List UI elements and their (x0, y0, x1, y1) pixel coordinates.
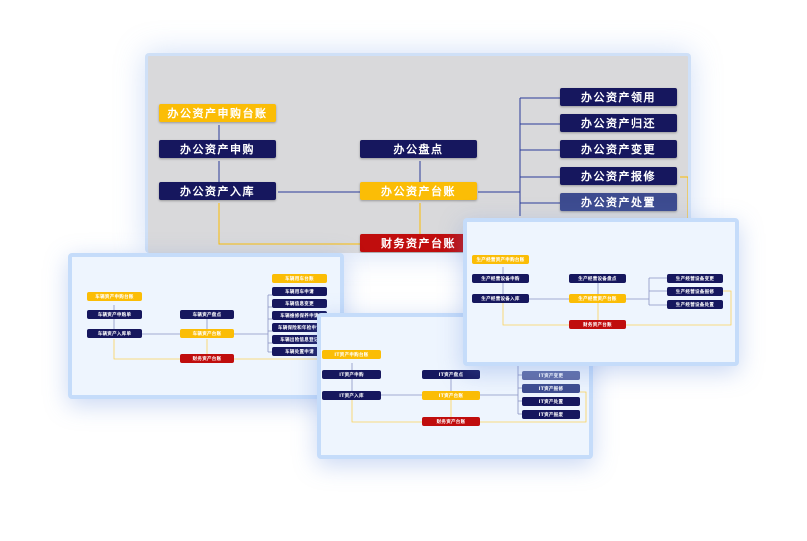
office-right-node: 办公资产处置 (560, 193, 677, 211)
office-storage-node: 办公资产入库 (159, 182, 276, 200)
it-purchase-ledger-node: IT资产申购台账 (322, 350, 381, 359)
finance-ledger-node: 财务资产台账 (422, 417, 480, 426)
production-purchase-node: 生产经营设备申购 (472, 274, 529, 283)
production-right-node: 生产经营设备报修 (667, 287, 723, 296)
vehicle-right-node: 车辆保险和年检申请 (272, 323, 327, 332)
it-inventory-node: IT资产盘点 (422, 370, 480, 379)
production-ledger-node: 生产经营资产台账 (569, 294, 626, 303)
it-right-node: IT资产报废 (522, 410, 580, 419)
connector-lines (351, 357, 587, 423)
office-inventory-node: 办公盘点 (360, 140, 477, 158)
production-storage-node: 生产经营设备入库 (472, 294, 529, 303)
vehicle-asset-diagram: 车辆资产申购台账 车辆资产申购单 车辆资产入库单 车辆资产盘点 车辆资产台账 财… (68, 253, 344, 399)
it-right-node: IT资产变更 (522, 371, 580, 380)
finance-ledger-node: 财务资产台账 (180, 354, 234, 363)
vehicle-ledger-node: 车辆资产台账 (180, 329, 234, 338)
office-purchase-ledger-node: 办公资产申购台账 (159, 104, 276, 122)
vehicle-right-node: 车辆处置申请 (272, 347, 327, 356)
office-right-node: 办公资产领用 (560, 88, 677, 106)
vehicle-purchase-ledger-node: 车辆资产申购台账 (87, 292, 142, 301)
vehicle-right-node: 车辆用车台账 (272, 274, 327, 283)
vehicle-right-node: 车辆用车申请 (272, 287, 327, 296)
production-asset-diagram: 生产经营资产申购台账 生产经营设备申购 生产经营设备入库 生产经营设备盘点 生产… (463, 218, 739, 366)
finance-ledger-node: 财务资产台账 (569, 320, 626, 329)
office-ledger-node: 办公资产台账 (360, 182, 477, 200)
vehicle-right-node: 车辆信息变更 (272, 299, 327, 308)
it-purchase-node: IT资产申购 (322, 370, 381, 379)
it-right-node: IT资产报修 (522, 384, 580, 393)
production-inventory-node: 生产经营设备盘点 (569, 274, 626, 283)
finance-ledger-node: 财务资产台账 (360, 234, 477, 252)
production-purchase-ledger-node: 生产经营资产申购台账 (472, 255, 529, 264)
it-ledger-node: IT资产台账 (422, 391, 480, 400)
it-right-node: IT资产处置 (522, 397, 580, 406)
vehicle-purchase-node: 车辆资产申购单 (87, 310, 142, 319)
office-right-node: 办公资产归还 (560, 114, 677, 132)
vehicle-right-node: 车辆出险信息登记 (272, 335, 327, 344)
vehicle-storage-node: 车辆资产入库单 (87, 329, 142, 338)
it-storage-node: IT资产入库 (322, 391, 381, 400)
office-purchase-node: 办公资产申购 (159, 140, 276, 158)
vehicle-right-node: 车辆维修保养申请 (272, 311, 327, 320)
vehicle-inventory-node: 车辆资产盘点 (180, 310, 234, 319)
connector-lines (218, 97, 688, 245)
office-right-node: 办公资产变更 (560, 140, 677, 158)
connector-lines (502, 267, 732, 326)
production-right-node: 生产经营设备变更 (667, 274, 723, 283)
office-asset-diagram: 办公资产申购台账 办公资产申购 办公资产入库 办公盘点 办公资产台账 财务资产台… (145, 53, 691, 253)
office-right-node: 办公资产报修 (560, 167, 677, 185)
production-right-node: 生产经营设备处置 (667, 300, 723, 309)
